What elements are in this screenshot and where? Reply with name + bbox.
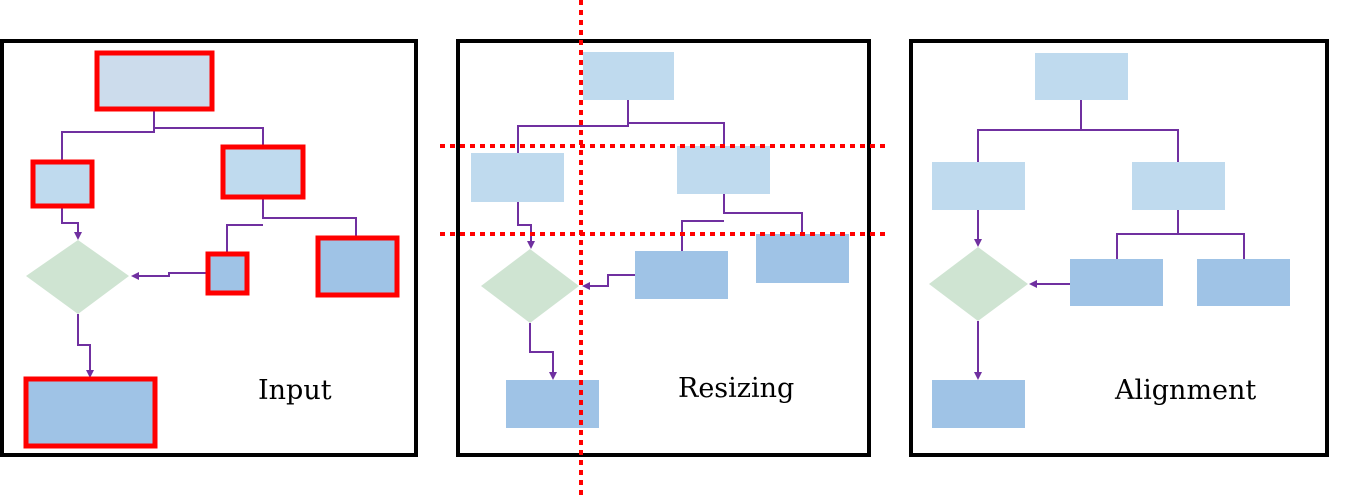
process-box-selected xyxy=(23,376,158,449)
process-box xyxy=(635,251,728,299)
connector xyxy=(681,220,724,251)
panel-label: Input xyxy=(258,375,332,406)
connector xyxy=(517,100,629,153)
process-box xyxy=(932,380,1025,428)
connector xyxy=(977,100,1082,162)
panel-input: Input xyxy=(0,39,418,457)
panel-frame xyxy=(456,39,871,457)
connector-arrow xyxy=(529,323,557,380)
connector-arrow xyxy=(131,272,207,280)
decision-diamond xyxy=(26,240,129,314)
decision-diamond xyxy=(481,249,579,323)
process-box xyxy=(471,153,564,202)
panel-label: Resizing xyxy=(678,373,794,404)
process-box xyxy=(1070,259,1163,306)
process-box xyxy=(677,146,770,194)
connector xyxy=(226,224,263,253)
process-box xyxy=(1035,53,1128,100)
panel-resizing: Resizing xyxy=(440,0,886,499)
connector-arrow xyxy=(77,314,94,378)
connector xyxy=(628,122,725,146)
connector xyxy=(723,194,803,234)
connector xyxy=(1178,233,1245,259)
process-box xyxy=(932,162,1025,210)
process-box xyxy=(583,52,674,100)
panel-frame xyxy=(0,39,418,457)
process-box-selected xyxy=(205,251,250,296)
panel-alignment: Alignment xyxy=(909,39,1329,457)
connector xyxy=(61,110,155,161)
panel-label: Alignment xyxy=(1114,375,1256,406)
process-box xyxy=(756,234,849,283)
connector-arrow xyxy=(61,207,82,240)
connector xyxy=(1081,129,1179,162)
process-box-selected xyxy=(30,159,95,209)
connector-arrow xyxy=(517,202,535,249)
process-box-selected xyxy=(94,50,215,112)
decision-diamond xyxy=(929,247,1028,321)
process-box-selected xyxy=(315,235,400,298)
panel-frame xyxy=(909,39,1329,457)
connector xyxy=(1116,210,1179,259)
connector-arrow xyxy=(582,274,635,290)
process-box-selected xyxy=(220,144,306,200)
process-box xyxy=(1197,259,1290,306)
process-box xyxy=(506,380,599,428)
connector xyxy=(262,198,357,237)
process-box xyxy=(1132,162,1225,210)
connector xyxy=(154,127,264,146)
